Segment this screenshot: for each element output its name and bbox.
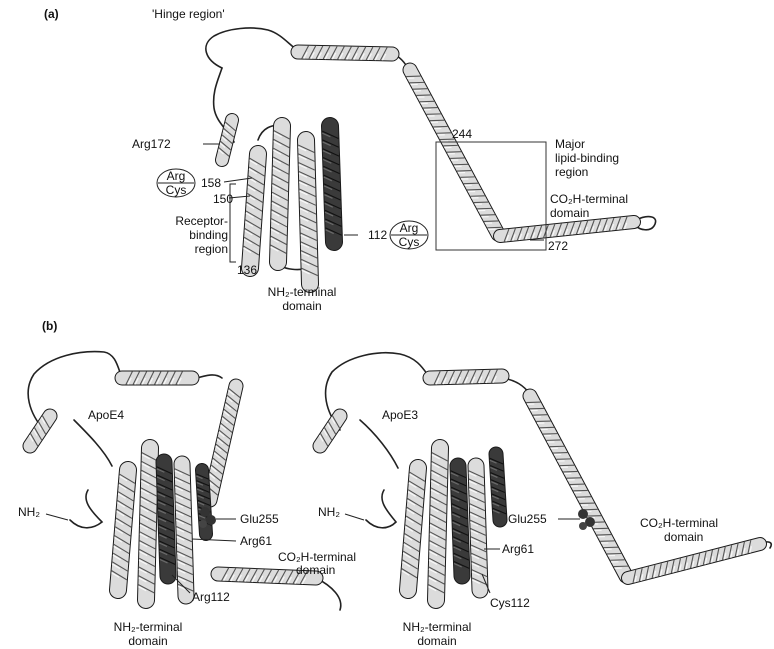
apoe3-structure: ApoE3 NH₂ Glu255 CO₂H-terminal domain Ar…: [318, 353, 771, 648]
apoe4-n-helix-1: [111, 470, 134, 590]
apoe4-nh2-coil: [70, 490, 102, 528]
apoe4-top-helix: [122, 372, 192, 385]
c-terminal-label-a-2: domain: [550, 206, 589, 220]
residue-158-label: 158: [201, 176, 221, 190]
residue-150-label: 150: [213, 192, 233, 206]
apoe3-title: ApoE3: [382, 408, 418, 422]
apoe3-cys112-label: Cys112: [490, 596, 530, 610]
apoe4-right-helix: [206, 386, 240, 500]
hinge-loop-coil: [206, 28, 300, 68]
n-terminal-label-a-1: NH₂-terminal: [268, 285, 337, 299]
panel-a: (a) 'Hinge region' Arg Cys: [44, 7, 656, 313]
apoe4-n-terminal-label-1: NH₂-terminal: [114, 620, 183, 634]
apoe4-arg112-label: Arg112: [192, 590, 230, 604]
apoe3-nh2-coil: [366, 490, 396, 528]
apoe4-n-helix-3-dark: [157, 462, 175, 576]
apoe4-arg61-leader: [192, 539, 236, 541]
n-helix-1: [243, 154, 265, 268]
n-helix-4: [298, 140, 318, 284]
residue-112-label: 112: [368, 228, 387, 242]
apoe3-nh2-label: NH₂: [318, 505, 340, 519]
apoe3-top-helix: [430, 370, 502, 385]
apoe3-loop-coil: [360, 420, 398, 468]
badge-158-bottom: Cys: [166, 183, 187, 197]
n-helix-2: [270, 126, 289, 262]
arg-cys-158-badge: Arg Cys: [157, 169, 195, 197]
panel-a-label: (a): [44, 7, 59, 21]
apoe4-arg61-label: Arg61: [240, 534, 272, 548]
apoe3-n-helix-1: [402, 468, 425, 590]
arg-cys-112-badge: Arg Cys: [390, 221, 428, 249]
apoe3-n-helix-5-dark: [490, 454, 506, 520]
apoe4-nh2-label: NH₂: [18, 505, 40, 519]
receptor-region-label-2: binding: [189, 228, 228, 242]
apoe3-long-helix: [526, 396, 628, 576]
badge-112-top: Arg: [400, 221, 419, 235]
apoe3-n-terminal-label-1: NH₂-terminal: [403, 620, 472, 634]
major-lipid-label-1: Major: [555, 137, 585, 151]
apoe3-n-helix-4: [469, 466, 488, 590]
apoe3-left-helix: [319, 416, 340, 446]
apoe4-structure: ApoE4 NH₂ Glu255 Arg61 CO₂H-terminal dom…: [18, 352, 356, 648]
apoe3-n-terminal-label-2: domain: [417, 634, 456, 648]
apoe3-glu255-label: Glu255: [508, 512, 547, 526]
apoe3-c-helix: [628, 540, 760, 583]
apoe4-n-terminal-label-2: domain: [128, 634, 167, 648]
receptor-region-label-1: Receptor-: [175, 214, 228, 228]
panel-b-label: (b): [42, 319, 57, 333]
apoe4-n-helix-4: [175, 464, 194, 596]
hinge-region-label: 'Hinge region': [152, 7, 225, 21]
residue-136-label: 136: [237, 263, 257, 277]
residue-244-label: 244: [452, 127, 472, 141]
hinge-top-helix: [298, 46, 392, 61]
arg172-helix: [218, 120, 235, 160]
apoe4-c-terminal-label-2: domain: [296, 563, 335, 577]
badge-112-bottom: Cys: [399, 235, 420, 249]
major-lipid-label-2: lipid-binding: [555, 151, 619, 165]
apoe4-left-helix: [29, 416, 50, 446]
badge-158-top: Arg: [167, 169, 186, 183]
arg172-label: Arg172: [132, 137, 171, 151]
apoe3-n-helix-2: [428, 448, 447, 600]
major-lipid-label-3: region: [555, 165, 588, 179]
residue-272-label: 272: [548, 239, 568, 253]
c-terminal-label-a-1: CO₂H-terminal: [550, 192, 628, 206]
apoe3-c-terminal-label-1: CO₂H-terminal: [640, 516, 718, 530]
receptor-region-label-3: region: [195, 242, 228, 256]
apoe4-loop-coil: [74, 420, 112, 466]
apoe4-n-helix-2: [138, 448, 157, 600]
apoe4-glu255-label: Glu255: [240, 512, 279, 526]
panel-b: (b) ApoE4 NH₂ Glu25: [18, 319, 771, 648]
n-helix-3-dark: [322, 126, 342, 242]
n-terminal-label-a-2: domain: [282, 299, 321, 313]
apoe4-nh2-leader: [46, 514, 68, 520]
apoe4-c-terminal-label-1: CO₂H-terminal: [278, 550, 356, 564]
apoe3-nh2-leader: [345, 514, 364, 520]
apoe3-arg61-label: Arg61: [502, 542, 534, 556]
c-terminal-helix: [500, 217, 634, 242]
apoe4-title: ApoE4: [88, 408, 124, 422]
apoe3-c-terminal-label-2: domain: [664, 530, 703, 544]
apoe3-n-helix-3-dark: [451, 466, 470, 576]
long-descending-helix: [406, 70, 502, 234]
